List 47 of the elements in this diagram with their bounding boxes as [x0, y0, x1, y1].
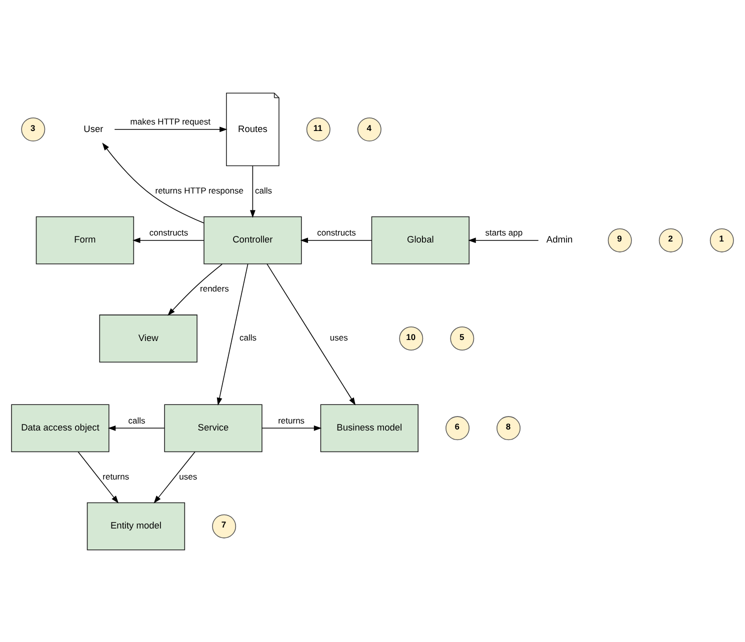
- node-circle: 1: [710, 228, 734, 252]
- node-circle: 8: [496, 416, 521, 440]
- node-circle: 11: [306, 116, 330, 141]
- arrow: [78, 450, 119, 503]
- edge-label: returns: [102, 470, 130, 481]
- edge-label: calls: [128, 414, 146, 425]
- arrow: [102, 142, 204, 223]
- node-box: Data access object: [11, 404, 110, 452]
- arrow: [216, 263, 248, 406]
- edge-label: makes HTTP request: [130, 116, 210, 126]
- arrow: [250, 165, 256, 218]
- node-circle: 2: [658, 228, 683, 252]
- node-box: Form: [36, 216, 134, 264]
- arrow: [468, 237, 539, 243]
- edge-label: calls: [255, 184, 272, 195]
- edge-label: renders: [200, 283, 229, 294]
- arrow: [132, 237, 204, 243]
- edge-label: uses: [330, 332, 348, 342]
- node-circle: 9: [608, 228, 632, 252]
- edge-label: constructs: [149, 227, 188, 238]
- node-circle: 10: [399, 326, 424, 350]
- node-box: View: [99, 314, 198, 362]
- node-box: Controller: [204, 216, 302, 264]
- edge-label: uses: [179, 470, 198, 481]
- edge-label: calls: [240, 332, 257, 342]
- node-box: Service: [164, 404, 262, 452]
- node-box: Entity model: [86, 502, 186, 550]
- node-text: Admin: [546, 234, 573, 244]
- node-circle: 6: [446, 416, 470, 440]
- arrow: [262, 424, 322, 430]
- node-circle: 7: [212, 514, 236, 538]
- edge-label: returns HTTP response: [155, 184, 244, 195]
- arrow: [154, 450, 196, 503]
- node-circle: 4: [357, 116, 382, 141]
- node-circle: 3: [21, 116, 46, 141]
- node-circle: 5: [450, 326, 474, 350]
- edge-label: starts app: [485, 227, 523, 238]
- arrow: [300, 237, 372, 243]
- node-text: User: [84, 123, 104, 134]
- arrow: [114, 126, 228, 132]
- arrow: [266, 263, 356, 405]
- edge-label: returns: [278, 414, 305, 425]
- arrow: [108, 424, 165, 430]
- edge-label: constructs: [317, 227, 356, 238]
- node-box: Business model: [320, 404, 418, 452]
- arrow: [168, 263, 222, 316]
- node-box: Global: [371, 216, 470, 264]
